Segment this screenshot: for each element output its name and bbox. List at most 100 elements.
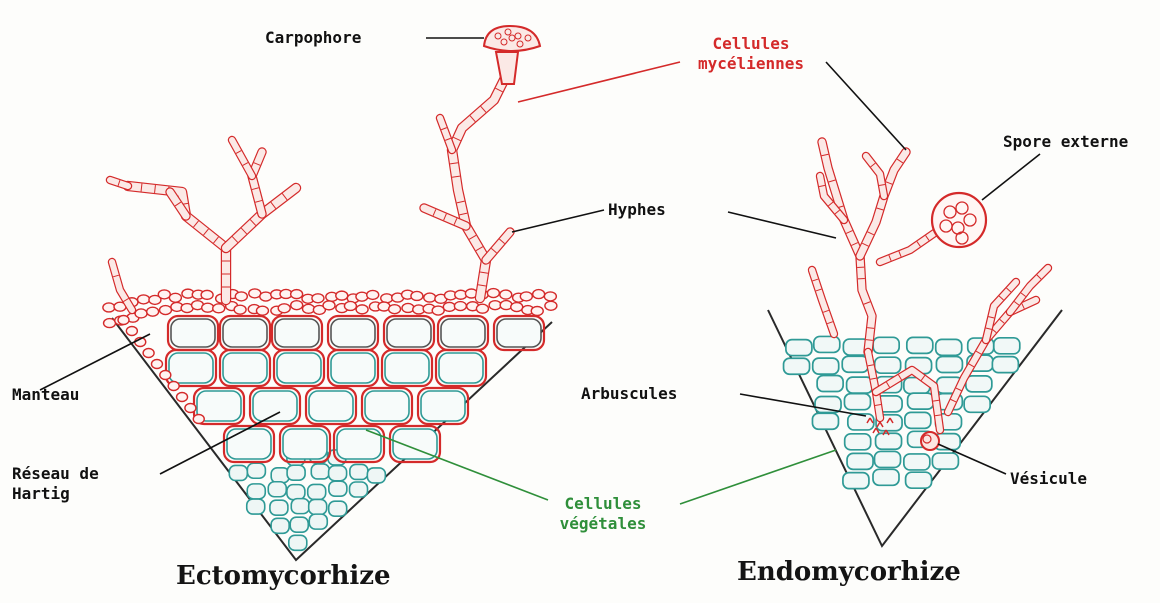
endo-cortex-cell [966, 376, 992, 392]
endo-hypha-2-lumen [860, 152, 906, 256]
mantle-cell [126, 327, 137, 336]
leader-vegetales-right [680, 450, 836, 504]
mantle-cell [177, 393, 188, 402]
endo-cortex-cell [786, 340, 812, 356]
cortex-cell [309, 391, 353, 421]
mantle-cell [443, 302, 455, 311]
mantle-cell [193, 415, 204, 424]
mantle-cell [336, 291, 348, 300]
vascular-cell [270, 500, 288, 515]
endo-cortex-cell [873, 469, 899, 485]
mantle-cell [138, 295, 150, 304]
mantle-cell [545, 301, 557, 310]
vascular-cell [350, 482, 368, 497]
vascular-cell [367, 468, 385, 483]
label-hyphes: Hyphes [608, 200, 666, 219]
endo-cortex-cell [964, 396, 990, 412]
mantle-cell [168, 382, 179, 391]
mantle-cell [158, 290, 170, 299]
mantle-cell [185, 404, 196, 413]
mantle-cell [454, 302, 466, 311]
label-cellules-vegetales-line2: végétales [528, 514, 678, 533]
cortex-cell [275, 319, 319, 347]
vascular-cell [247, 484, 265, 499]
cortex-cell [439, 353, 483, 383]
label-reseau-de-hartig-line2: Hartig [12, 484, 70, 503]
mantle-cell [544, 292, 556, 301]
vascular-cell [268, 482, 286, 497]
mantle-cell [291, 290, 303, 299]
title-endomycorhize: Endomycorhize [737, 557, 961, 587]
vascular-cell [271, 518, 289, 533]
endo-cortex-cell [817, 375, 843, 391]
mantle-cell [160, 371, 171, 380]
vascular-cell [287, 465, 305, 480]
endo-cortex-cell [784, 358, 810, 374]
leader-myceliennes-left [518, 62, 680, 102]
mantle-cell [500, 290, 512, 299]
mantle-cell [147, 307, 159, 316]
cortex-cell [227, 429, 271, 459]
vascular-cell [229, 465, 247, 480]
endo-cortex-cell [847, 453, 873, 469]
mantle-cell [344, 301, 356, 310]
endo-cortex-cell [814, 336, 840, 352]
vascular-cell [309, 499, 327, 514]
cortex-cell [253, 391, 297, 421]
mantle-cell [323, 301, 335, 310]
mantle-cell [476, 304, 488, 313]
cortex-cell [441, 319, 485, 347]
endo-cortex-cell [843, 473, 869, 489]
mantle-cell [533, 290, 545, 299]
endo-cortex-cell [906, 472, 932, 488]
mantle-cell [213, 304, 225, 313]
label-arbuscules: Arbuscules [581, 384, 677, 403]
leader-hyphes-left [512, 210, 604, 232]
vascular-cell [291, 499, 309, 514]
endo-cortex-cell [932, 453, 958, 469]
cortex-cell [283, 429, 327, 459]
vascular-cell [329, 501, 347, 516]
mantle-cell [260, 292, 272, 301]
mantle-cell [489, 301, 501, 310]
label-vesicule: Vésicule [1010, 469, 1087, 488]
cortex-cell [497, 319, 541, 347]
cortex-cell [387, 319, 431, 347]
mantle-cell [234, 305, 246, 314]
mantle-cell [487, 289, 499, 298]
leader-spore-externe [982, 154, 1040, 200]
leader-manteau [40, 334, 150, 390]
vascular-cell [247, 463, 265, 478]
title-ectomycorhize: Ectomycorhize [176, 561, 391, 591]
mantle-cell [402, 303, 414, 312]
mantle-cell [235, 292, 247, 301]
endo-cortex-cell [845, 434, 871, 450]
leader-hyphes-right [728, 212, 836, 238]
label-cellules-myceliennes-line1: Cellules [676, 34, 826, 53]
mantle-cell [367, 290, 379, 299]
cortex-cell [171, 319, 215, 347]
mantle-cell [312, 294, 324, 303]
mantle-cell [411, 291, 423, 300]
cortex-cell [421, 391, 465, 421]
mantle-cell [520, 292, 532, 301]
vascular-cell [329, 481, 347, 496]
carpophore-cap [484, 26, 540, 51]
endo-cortex-cell [876, 433, 902, 449]
vascular-cell [309, 514, 327, 529]
hypha-right-b1-lumen [486, 232, 510, 260]
vascular-cell [329, 466, 347, 481]
cortex-cell [223, 319, 267, 347]
label-cellules-vegetales-line1: Cellules [528, 494, 678, 513]
label-cellules-myceliennes-line2: mycéliennes [676, 54, 826, 73]
mantle-cell [356, 305, 368, 314]
cortex-cell [223, 353, 267, 383]
label-manteau: Manteau [12, 385, 79, 404]
vascular-cell [311, 464, 329, 479]
mantle-cell [159, 306, 171, 315]
endo-cortex-cell [875, 357, 901, 373]
hypha-right-main-lumen [452, 80, 504, 298]
endo-cortex-cell [994, 338, 1020, 354]
leader-myceliennes-right [826, 62, 906, 150]
